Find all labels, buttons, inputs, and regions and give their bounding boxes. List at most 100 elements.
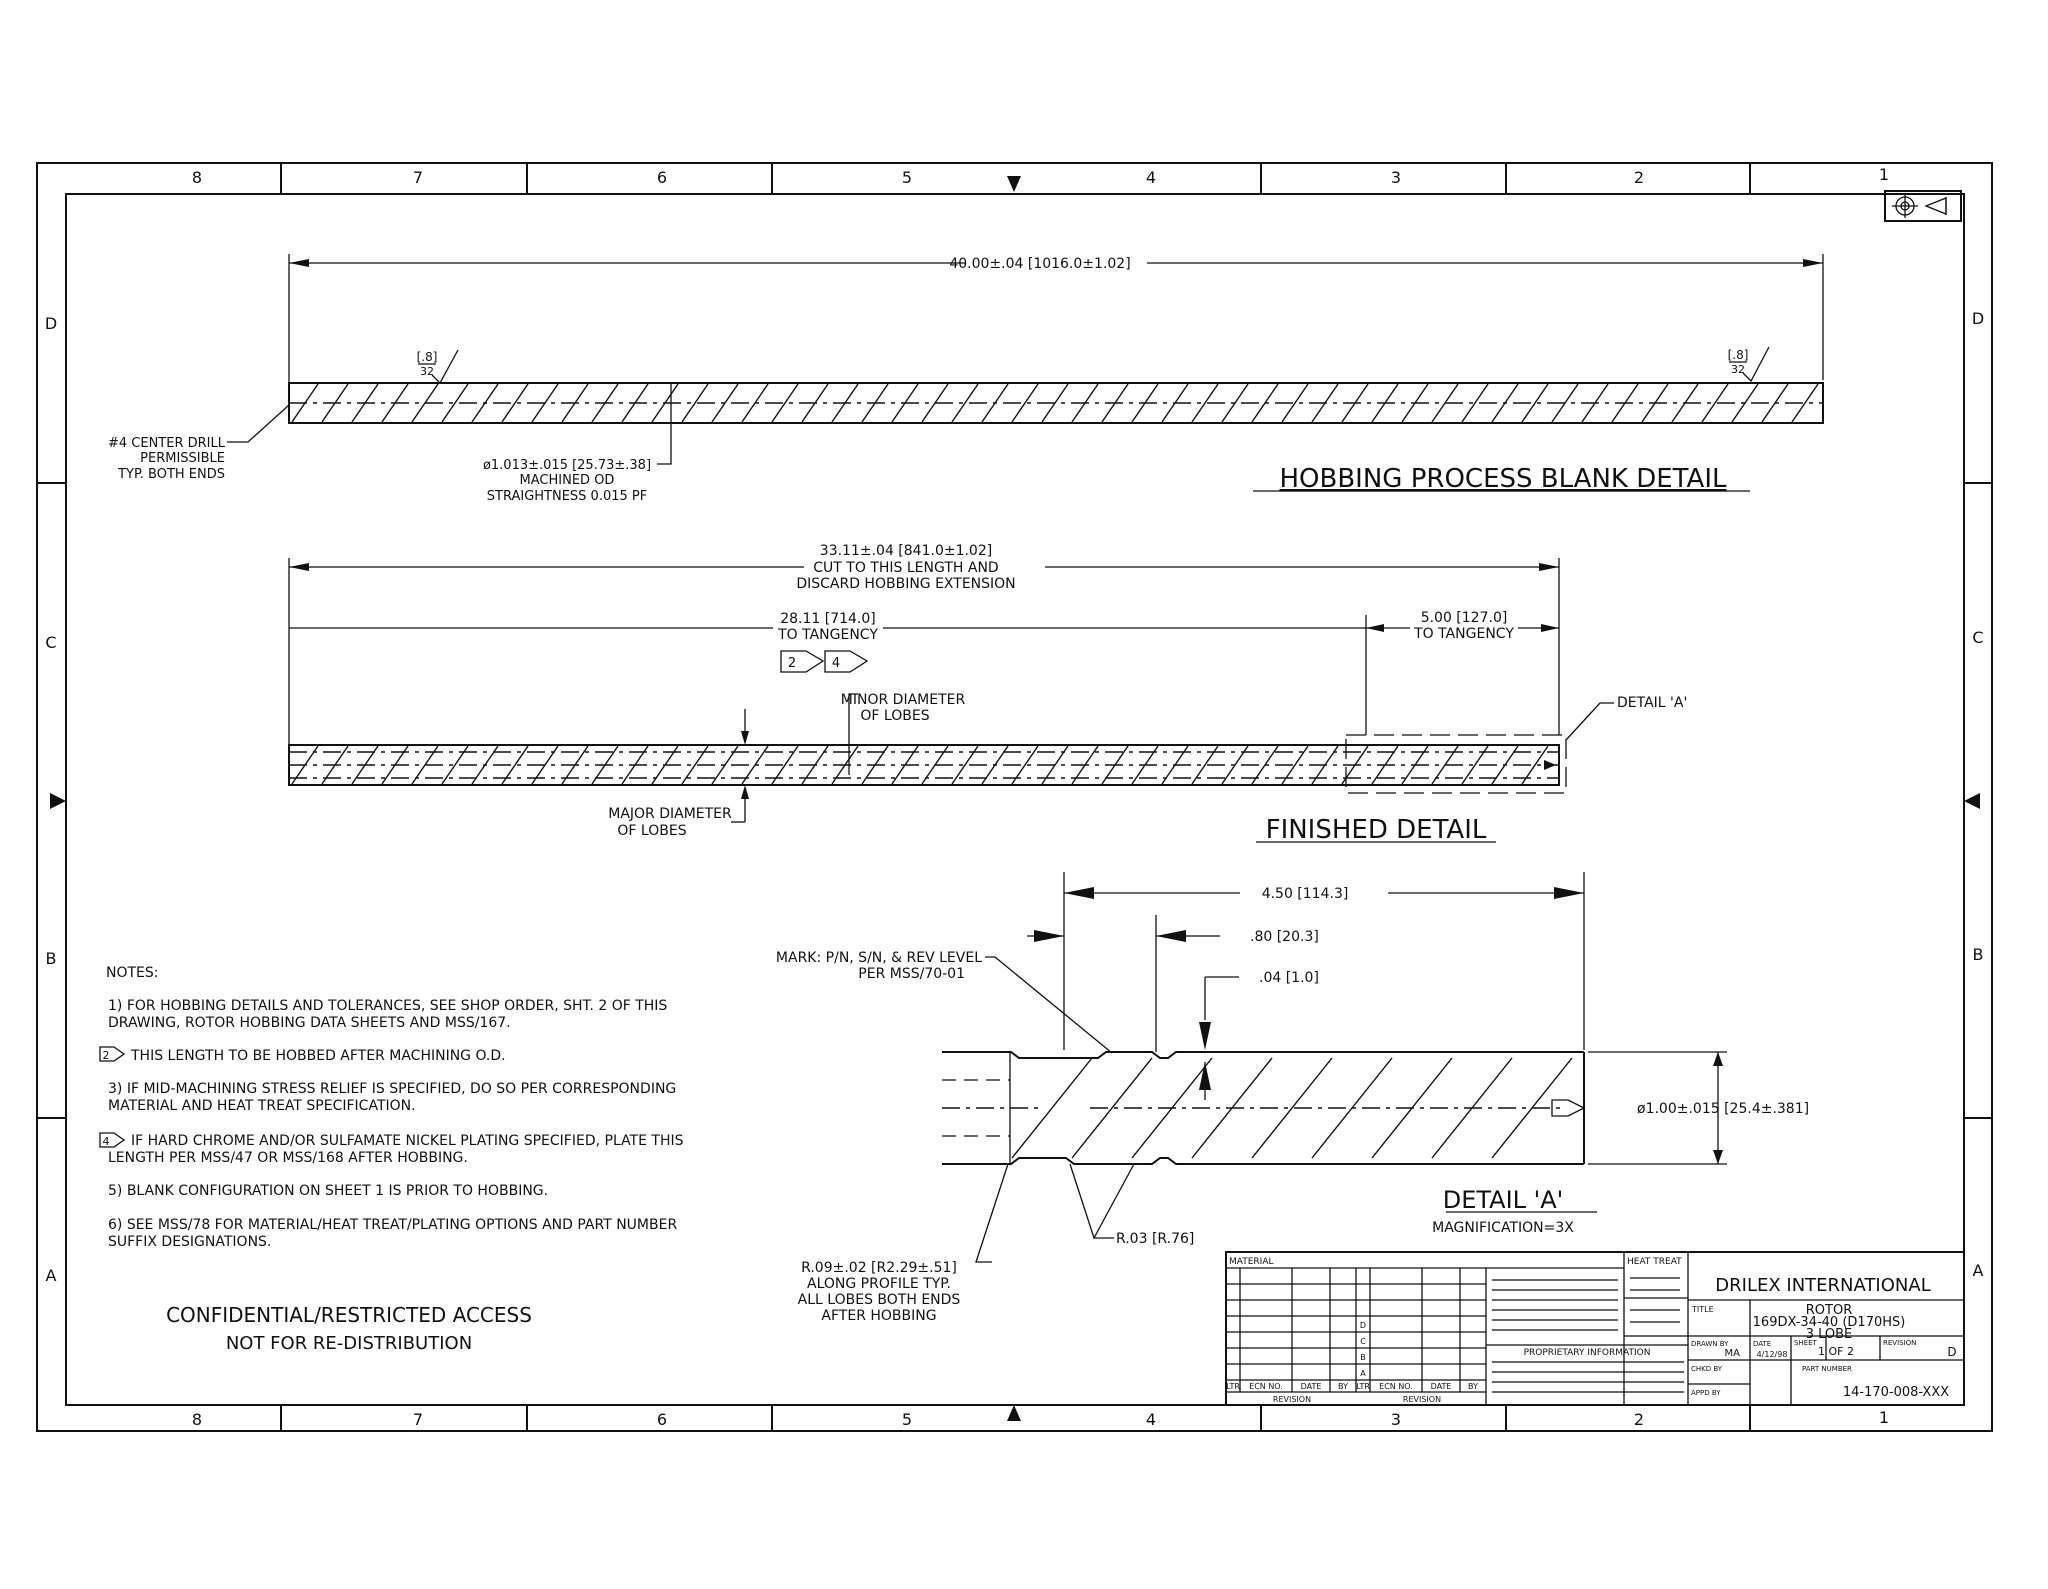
zone-row-d-right: D <box>1972 309 1984 328</box>
note-4-flag-icon: 4 <box>99 1132 126 1148</box>
hatch-line <box>1521 383 1549 423</box>
hatch-line <box>1071 745 1099 785</box>
note-6-line-2: SUFFIX DESIGNATIONS. <box>108 1234 271 1250</box>
rev-hdr-ltr-1: LTR <box>1226 1382 1240 1391</box>
svg-text:#4 CENTER DRILL: #4 CENTER DRILL <box>108 436 226 451</box>
rev-row-a: A <box>1360 1369 1366 1378</box>
zone-row-d-left: D <box>45 314 57 333</box>
zone-col-4-top: 4 <box>1146 168 1156 187</box>
hatch-line <box>321 383 349 423</box>
hatch-line <box>741 745 769 785</box>
hatch-line <box>1251 745 1279 785</box>
note-4-line-1: IF HARD CHROME AND/OR SULFAMATE NICKEL P… <box>131 1133 684 1149</box>
tangency-left-label: TO TANGENCY <box>777 627 878 643</box>
hatch-line <box>1251 383 1279 423</box>
hatch-line <box>801 745 829 785</box>
hatch-line <box>981 745 1009 785</box>
zone-col-4-bottom: 4 <box>1146 1410 1156 1429</box>
hatch-line <box>921 745 949 785</box>
hatch-line <box>1551 383 1579 423</box>
hatch-line <box>1611 383 1639 423</box>
hatch-line <box>591 383 619 423</box>
note-3-line-1: 3) IF MID-MACHINING STRESS RELIEF IS SPE… <box>108 1081 676 1097</box>
note-3-line-2: MATERIAL AND HEAT TREAT SPECIFICATION. <box>108 1098 416 1114</box>
surface-finish-left: [.8] 32 <box>417 349 459 385</box>
detail-a-view: 4.50 [114.3] .80 [20.3] .04 [1.0] ø1.00±… <box>776 872 1809 1324</box>
hatch-line <box>381 745 409 785</box>
zone-col-8-bottom: 8 <box>192 1410 202 1429</box>
revision-label: REVISION <box>1883 1339 1916 1347</box>
hatch-line <box>1371 383 1399 423</box>
confidential-line-2: NOT FOR RE-DISTRIBUTION <box>226 1333 472 1354</box>
svg-text:32: 32 <box>1731 363 1745 376</box>
third-angle-projection-icon <box>1884 190 1962 222</box>
center-mark-left <box>50 793 66 809</box>
hatch-line <box>321 745 349 785</box>
hatch-line <box>951 745 979 785</box>
hatch-line <box>1011 1057 1093 1159</box>
hatch-line <box>1791 383 1819 423</box>
hatch-line <box>471 745 499 785</box>
machined-od-note: ø1.013±.015 [25.73±.38] MACHINED OD STRA… <box>483 423 672 504</box>
hatch-line <box>681 383 709 423</box>
zone-col-2-top: 2 <box>1634 168 1644 187</box>
hatch-line <box>1401 383 1429 423</box>
hatch-line <box>441 745 469 785</box>
svg-text:2: 2 <box>103 1049 110 1062</box>
svg-text:ø1.013±.015 [25.73±.38]: ø1.013±.015 [25.73±.38] <box>483 458 651 473</box>
outer-border <box>36 162 1993 1432</box>
hatch-line <box>441 383 469 423</box>
hatch-line <box>1311 1057 1393 1159</box>
hatch-line <box>561 745 589 785</box>
surface-finish-right: [.8] 32 <box>1728 346 1770 383</box>
part-number-label: PART NUMBER <box>1802 1365 1852 1373</box>
hatch-line <box>861 383 889 423</box>
flag-note-2: 2 <box>780 650 825 673</box>
zone-row-c-right: C <box>1972 628 1983 647</box>
detail-a-magnification: MAGNIFICATION=3X <box>1432 1220 1574 1236</box>
hatch-line <box>291 745 319 785</box>
svg-text:MACHINED OD: MACHINED OD <box>520 473 615 488</box>
cut-length-note-1: CUT TO THIS LENGTH AND <box>813 560 998 576</box>
hatch-line <box>1191 383 1219 423</box>
rev-hdr-date-2: DATE <box>1431 1382 1452 1391</box>
company-name: DRILEX INTERNATIONAL <box>1715 1275 1930 1296</box>
center-drill-note: #4 CENTER DRILL PERMISSIBLE TYP. BOTH EN… <box>108 404 290 482</box>
hatch-line <box>771 383 799 423</box>
zone-col-1-bottom: 1 <box>1879 1408 1889 1427</box>
minor-diameter-label: MINOR DIAMETER <box>841 692 966 708</box>
zone-col-6-bottom: 6 <box>657 1410 667 1429</box>
hatch-line <box>381 383 409 423</box>
sheet-value: 1 OF 2 <box>1818 1345 1854 1358</box>
chkd-label: CHKD BY <box>1691 1365 1723 1373</box>
mark-note-1: MARK: P/N, S/N, & REV LEVEL <box>776 950 982 966</box>
radius-note-1: R.09±.02 [R2.29±.51] <box>801 1260 957 1276</box>
radius-note-2: ALONG PROFILE TYP. <box>807 1276 951 1292</box>
hatch-line <box>1401 745 1429 785</box>
zone-row-a-left: A <box>46 1266 57 1285</box>
radius-note-3: ALL LOBES BOTH ENDS <box>798 1292 961 1308</box>
hatch-line <box>411 745 439 785</box>
hatch-line <box>1191 745 1219 785</box>
hatch-line <box>621 745 649 785</box>
proprietary-label: PROPRIETARY INFORMATION <box>1524 1348 1651 1358</box>
rev-hdr-ecn-1: ECN NO. <box>1249 1382 1283 1391</box>
zone-col-2-bottom: 2 <box>1634 1410 1644 1429</box>
zone-col-3-top: 3 <box>1391 168 1401 187</box>
zone-row-a-right: A <box>1973 1261 1984 1280</box>
major-diameter-label: MAJOR DIAMETER <box>608 806 732 822</box>
detail-a-ref: DETAIL 'A' <box>1617 695 1687 711</box>
zone-col-5-top: 5 <box>902 168 912 187</box>
hatch-line <box>1461 383 1489 423</box>
cut-length-note-2: DISCARD HOBBING EXTENSION <box>796 576 1015 592</box>
major-diameter-label-2: OF LOBES <box>617 823 686 839</box>
hatch-line <box>1581 383 1609 423</box>
hatch-line <box>1071 383 1099 423</box>
hatch-line <box>501 383 529 423</box>
hatch-line <box>351 745 379 785</box>
hatch-line <box>951 383 979 423</box>
hatch-line <box>1641 383 1669 423</box>
hatch-line <box>1011 383 1039 423</box>
rev-row-b: B <box>1360 1353 1366 1362</box>
title-line-3: 3 LOBE <box>1806 1327 1853 1342</box>
